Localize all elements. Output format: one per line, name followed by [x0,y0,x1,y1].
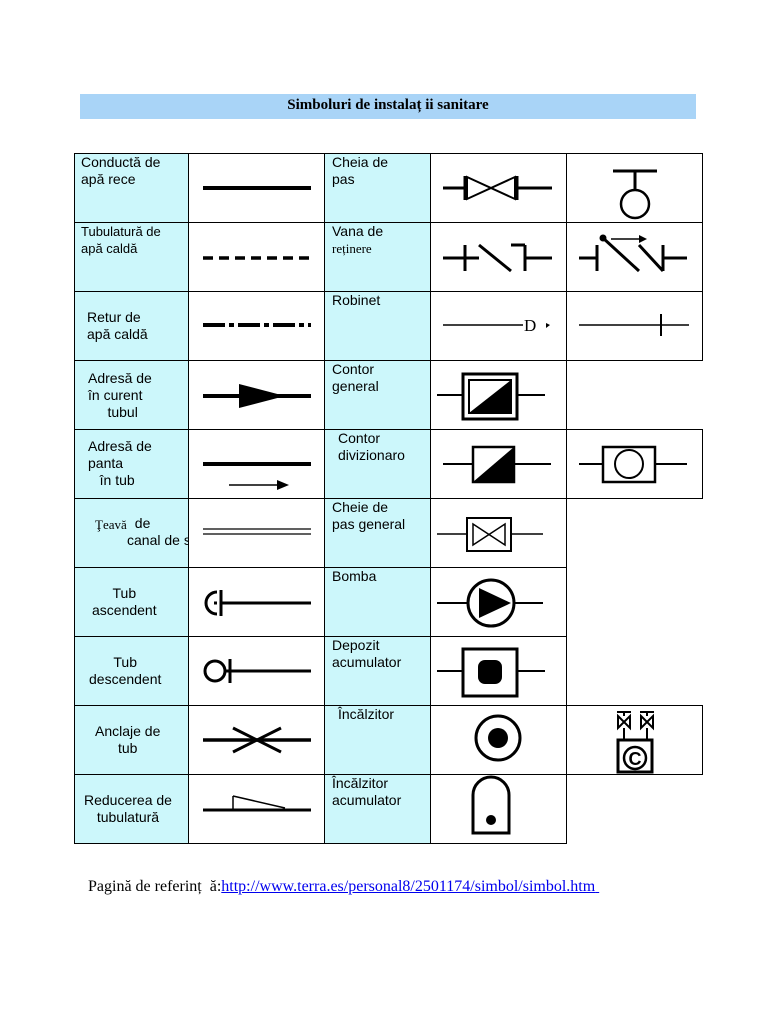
label-cell: Cheie de pas general [324,498,431,568]
symbol-cell [430,567,567,637]
heater-letter: C [629,749,642,769]
row-label: de canal de scurgere [127,515,188,548]
symbol-cell: D [430,291,567,361]
symbol-cell [430,360,567,430]
row-label: Cheia de pas [332,154,389,187]
reference-link-tail[interactable] [595,878,599,895]
symbol-cell [430,774,567,844]
row-label: Anclaje de tub [95,723,161,756]
storage-heater-icon [471,775,511,835]
page-title: Simboluri de instalaț ii sanitare [80,94,696,119]
label-cell: Contor general [324,360,431,430]
symbol-cell [188,360,325,430]
pipe-reducer-icon [203,795,311,812]
label-cell: Retur de apă caldă [74,291,189,361]
pipe-anchor-icon [203,726,311,754]
ascending-pipe-icon [204,590,311,616]
label-cell: Încălzitor acumulator [324,774,431,844]
label-cell: Bomba [324,567,431,637]
symbol-cell [188,222,325,292]
row-label: Depozit acumulator [332,637,402,670]
row-label: Adresă de în curent tubul [88,370,152,420]
symbol-cell [566,429,703,499]
symbol-cell [430,222,567,292]
symbol-cell [566,222,703,292]
label-cell: Tub ascendent [74,567,189,637]
label-cell: Conductă de apă rece [74,153,189,223]
storage-tank-icon [437,647,545,698]
symbol-cell [188,291,325,361]
flow-arrow-icon [203,384,311,408]
pump-icon [437,578,543,628]
row-label: Conductă de apă rece [81,154,161,187]
row-label: Tub descendent [89,654,162,687]
label-cell: Tub descendent [74,636,189,706]
row-label: Retur de apă caldă [87,309,148,342]
label-cell: Contor divizionaro [324,429,431,499]
line-dashed-icon [203,256,311,260]
reference-prefix: Pagină de referinț ă: [88,878,222,895]
general-meter-icon [437,372,545,421]
label-cell: Depozit acumulator [324,636,431,706]
symbol-cell [430,636,567,706]
main-valve-icon [437,517,543,552]
tap-alt-icon [579,314,689,336]
symbol-cell [430,153,567,223]
symbol-cell [566,291,703,361]
check-valve-alt-icon [579,234,687,273]
symbol-cell [430,705,567,775]
line-solid-icon [203,186,311,190]
slope-arrow-icon [203,462,311,490]
symbol-cell [188,774,325,844]
label-cell: Adresă de panta în tub [74,429,189,499]
symbol-cell [188,705,325,775]
label-cell: Robinet [324,291,431,361]
label-cell: Tubulatură de apă caldă [74,222,189,292]
symbol-cell [430,429,567,499]
row-label: Cheie de pas general [332,499,406,532]
symbol-cell [566,153,703,223]
row-label-serif: reținere [332,241,372,256]
heater-icon [474,714,522,762]
symbol-cell [188,567,325,637]
valve-top-view-icon [613,169,657,220]
symbol-cell [188,429,325,499]
row-label-serif: Ţeavă [95,517,127,532]
tap-icon: D [443,316,550,335]
reference-line: Pagină de referinț ă:http://www.terra.es… [80,860,599,896]
meter-alt-icon [579,445,687,484]
label-cell: Vana de reținere [324,222,431,292]
reference-link[interactable]: http://www.terra.es/personal8/2501174/si… [221,878,596,895]
row-label: Adresă de panta în tub [88,438,152,488]
double-line-icon [203,528,311,535]
gate-valve-icon [443,175,552,201]
row-label: Contor divizionaro [338,430,405,463]
heater-alt-icon: C [616,711,654,774]
row-label: Robinet [332,292,381,308]
row-label: Vana de [332,223,384,239]
descending-pipe-icon [203,659,311,683]
label-cell: Cheia de pas [324,153,431,223]
label-cell: Încălzitor [324,705,431,775]
row-label: Încălzitor [338,706,395,722]
label-cell: Adresă de în curent tubul [74,360,189,430]
line-dash-dot-icon [203,323,311,327]
row-label: Contor general [332,361,379,394]
row-label: Tubulatură de apă caldă [81,224,161,256]
check-valve-icon [443,243,552,273]
label-cell: Ţeavă de canal de scurgere [74,498,189,568]
symbol-cell [430,498,567,568]
tap-letter: D [524,316,536,335]
symbol-cell [188,153,325,223]
row-label: Tub ascendent [92,585,157,618]
label-cell: Anclaje de tub [74,705,189,775]
divisional-meter-icon [443,445,551,484]
row-label: Încălzitor acumulator [332,775,402,808]
symbol-cell [188,636,325,706]
symbol-cell: C [566,705,703,775]
symbol-cell [188,498,325,568]
label-cell: Reducerea de tubulatură [74,774,189,844]
row-label: Reducerea de tubulatură [84,792,172,825]
row-label: Bomba [332,568,377,584]
